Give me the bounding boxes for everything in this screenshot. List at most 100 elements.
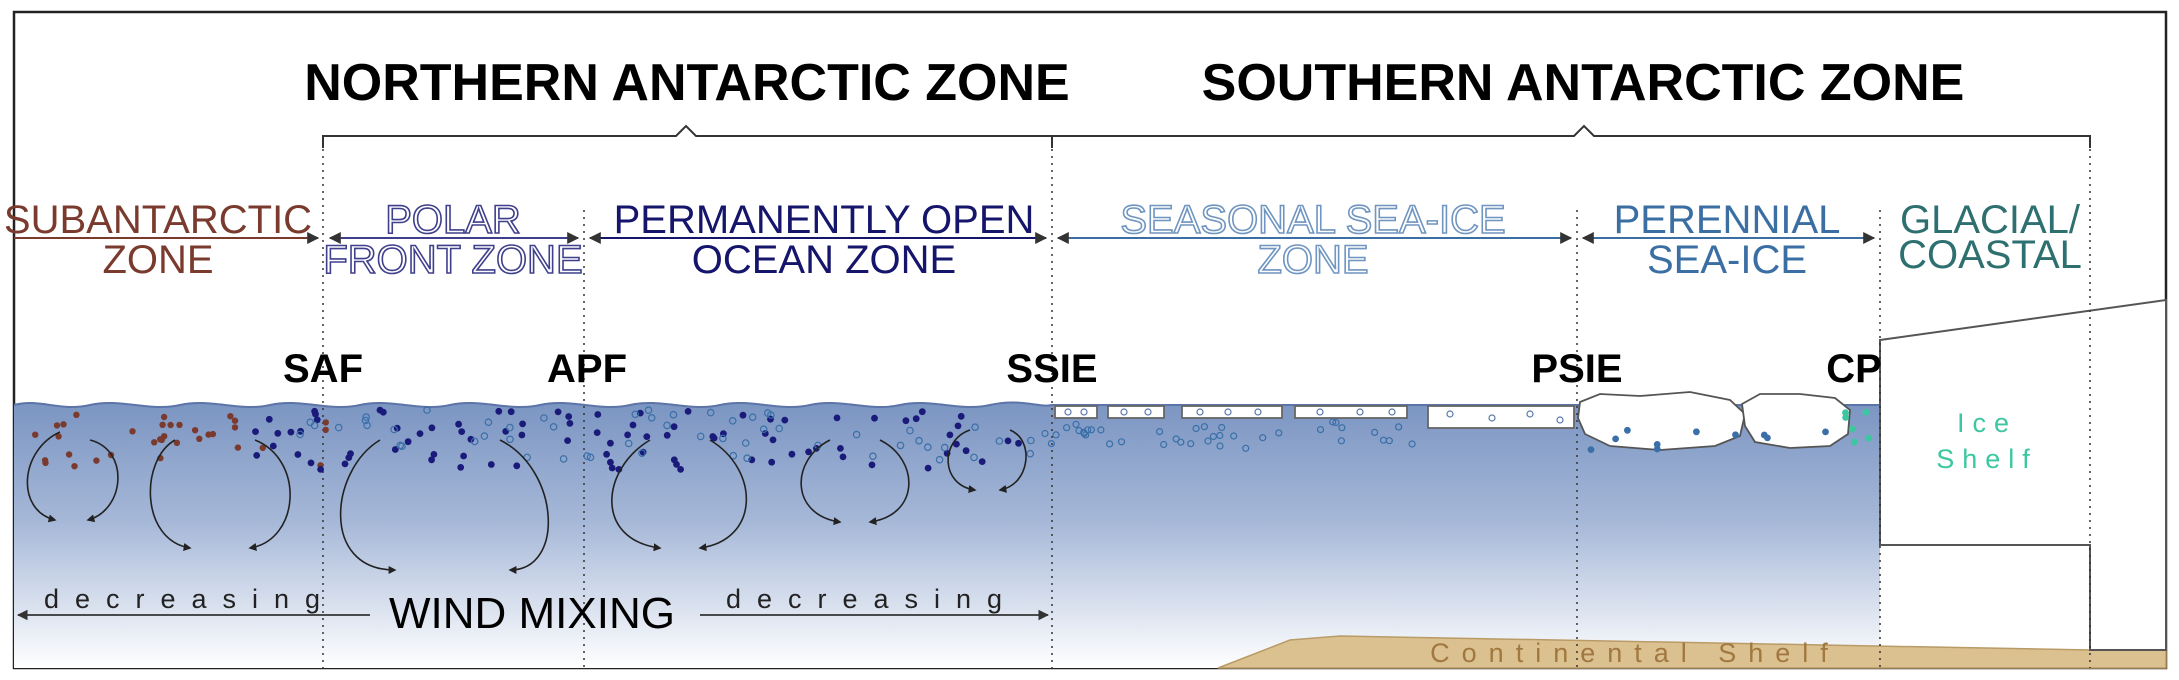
particle-hollow [1216,442,1224,450]
particle-hollow [741,439,750,447]
particle-blue [1732,431,1739,439]
particle-hollow [361,416,370,425]
particle-navy [565,413,573,420]
particle-hollow [706,408,715,417]
particle-hollow [1187,440,1195,448]
particle-hollow [396,441,405,450]
northern-zone-brace [322,124,1053,148]
particle-navy [313,416,321,424]
particle-hollow [1117,438,1126,446]
circulation-loop [248,439,291,551]
particle-navy [416,430,424,437]
particle-brown [129,428,136,435]
particle-navy [902,417,910,425]
particle-navy [376,406,384,414]
particle-brown [93,457,100,464]
particle-hollow [728,416,737,425]
particle-navy [457,464,465,471]
particle-hollow [748,413,757,422]
particle-navy [460,452,467,460]
particle-hollow [647,413,656,422]
particle-hollow [480,432,489,440]
particle-brown [32,431,39,438]
circulation-loop [998,429,1027,493]
circulation-loops [26,429,1027,574]
seasonal-sea-ice-floes [1054,405,1575,429]
particle-hollow [470,437,479,446]
ocean-surface-line [13,401,1880,409]
particle-navy [317,466,324,473]
particle-navy [274,429,282,437]
particle-navy [871,414,878,422]
particle-hollow [296,430,304,439]
particle-hollow [1027,436,1035,445]
particle-navy [954,422,962,430]
particle-brown [73,411,80,418]
particle-hollow [390,425,398,434]
particle-hollow [935,455,944,464]
particle-brown [227,413,234,420]
particle-blue [1653,441,1661,448]
particle-hollow [1026,449,1035,458]
particle-navy [608,464,616,472]
particle-brown [322,426,329,434]
particle-hollow [775,424,784,433]
wind-mixing-left-text: decreasing [44,584,336,614]
particle-blue [1587,446,1595,453]
particle-hollow [995,437,1004,445]
particle-brown [160,413,168,421]
particle-navy [607,458,614,466]
particle-navy [404,438,412,446]
particle-blue [1764,434,1771,442]
particle-hollow [923,443,932,452]
particle-brown [53,422,61,429]
particle-navy [629,421,637,429]
particle-navy [912,415,920,423]
particle-blue [1822,428,1829,436]
front-label-psie: PSIE [1531,347,1622,391]
perennial-pack-ice [1577,391,1746,451]
particle-navy [253,452,261,459]
particle-brown [42,459,49,467]
particle-hollow [549,422,558,431]
particle-hollow [1155,428,1164,436]
northern-zone-title: NORTHERN ANTARCTIC ZONE [304,54,1070,112]
poz-line2: OCEAN ZONE [692,238,956,282]
circulation-loop [499,439,550,574]
particle-hollow [970,453,978,462]
particle-hollow [971,423,979,432]
particle-navy [430,451,438,458]
front-label-ssie: SSIE [1006,347,1097,391]
particle-hollow [334,423,343,432]
particle-hollow [1338,424,1346,432]
particle-hollow [669,410,678,419]
particle-navy [607,439,614,447]
particle-hollow [1075,427,1083,435]
particle-hollow [505,423,514,432]
particle-navy [487,461,495,468]
particle-navy [593,429,601,436]
circulation-loop [149,439,192,551]
particle-navy [663,431,671,439]
particle-navy [458,428,466,435]
particle-navy [957,412,965,420]
particle-hollow [1172,435,1180,443]
particle-navy [761,430,769,437]
particle-navy [918,408,926,416]
particle-hollow [1204,437,1212,445]
particle-brown [231,417,239,424]
particle-navy [513,462,521,470]
circulation-loop [698,439,748,552]
particle-navy [684,408,692,415]
particle-navy [978,458,986,465]
particle-navy [518,431,526,439]
particle-green [1842,409,1849,417]
polar-front-line2: FRONT ZONE [323,238,582,282]
front-label-saf: SAF [283,347,363,391]
particle-hollow [1082,431,1090,439]
particle-hollow [631,410,640,419]
circulation-loop [611,439,662,552]
particle-hollow [306,418,315,427]
particle-brown [176,421,183,429]
particle-navy [265,415,273,423]
